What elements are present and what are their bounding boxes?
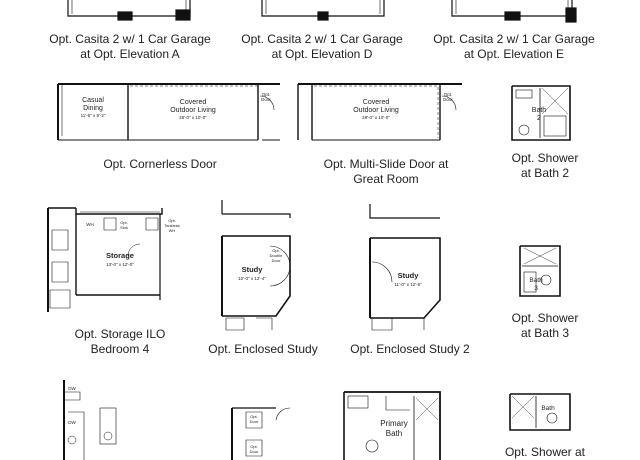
label-opt-door-3a: Opt. <box>250 414 258 419</box>
label-covered-outdoor-2a: Covered <box>363 99 390 106</box>
caption-multi-slide-door: Opt. Multi-Slide Door at Great Room <box>296 157 476 187</box>
caption-line: at Bath 2 <box>520 166 570 180</box>
caption-line: Opt. Multi-Slide Door at <box>323 157 449 171</box>
label-opt-door-4b: Door <box>250 449 259 454</box>
label-storage-b: 13'-0" x 12'-0" <box>106 262 134 267</box>
label-double-door-c: Door <box>272 258 281 263</box>
label-opt-door-2b: Door <box>443 97 453 102</box>
caption-line: Opt. Shower <box>511 311 579 325</box>
label-bath-partial: Bath <box>541 405 555 412</box>
caption-casita-elevation-e: Opt. Casita 2 w/ 1 Car Garage at Opt. El… <box>424 32 604 62</box>
caption-storage-ilo-bedroom-4: Opt. Storage ILO Bedroom 4 <box>50 327 190 357</box>
plan-storage <box>47 207 163 312</box>
caption-line: at Opt. Elevation E <box>463 47 565 61</box>
label-opt-sink-a: Opt. <box>120 220 128 225</box>
caption-line: Opt. Casita 2 w/ 1 Car Garage <box>49 32 211 46</box>
label-opt-door-1b: Door <box>261 97 271 102</box>
plan-labels: Casual Dining 11'-6" x 9'-2" Covered Out… <box>68 92 555 454</box>
label-covered-outdoor-1b: Outdoor Living <box>170 107 216 114</box>
label-opt-sink-b: Sink <box>120 225 128 230</box>
caption-casita-elevation-a: Opt. Casita 2 w/ 1 Car Garage at Opt. El… <box>40 32 220 62</box>
label-covered-outdoor-2c: 28'-0" x 10'-0" <box>362 115 390 120</box>
label-bath2-a: Bath <box>532 107 547 114</box>
caption-line: Opt. Shower <box>511 151 579 165</box>
label-study2-a: Study <box>398 271 420 280</box>
caption-enclosed-study-2: Opt. Enclosed Study 2 <box>340 342 480 357</box>
caption-enclosed-study: Opt. Enclosed Study <box>198 342 328 357</box>
label-opt-door-4a: Opt. <box>250 444 258 449</box>
label-dw-2: DW <box>68 420 76 425</box>
label-study2-b: 11'-0" x 12'-6" <box>394 282 422 287</box>
caption-line: Opt. Cornerless Door <box>103 157 217 171</box>
label-opt-door-2a: Opt. <box>444 92 453 97</box>
caption-line: Opt. Enclosed Study 2 <box>350 342 470 356</box>
label-opt-door-3b: Door <box>250 419 259 424</box>
label-casual-dining-1: Casual <box>82 97 104 104</box>
plan-enclosed-study <box>221 200 291 331</box>
label-bath3-a: Bath <box>529 277 543 284</box>
caption-line: Opt. Casita 2 w/ 1 Car Garage <box>241 32 403 46</box>
label-covered-outdoor-2b: Outdoor Living <box>353 107 399 114</box>
label-bath3-b: 3 <box>534 285 538 292</box>
caption-shower-bath-3: Opt. Shower at Bath 3 <box>490 311 600 341</box>
label-opt-door-1a: Opt. <box>262 92 271 97</box>
label-study-b: 10'-0" x 12'-4" <box>238 276 266 281</box>
caption-shower-bath-2: Opt. Shower at Bath 2 <box>490 151 600 181</box>
label-primary-bath-a: Primary <box>380 419 408 428</box>
plan-primary-bath-partial <box>343 391 441 460</box>
plan-shower-partial <box>509 393 571 431</box>
caption-line: Opt. Enclosed Study <box>208 342 318 356</box>
caption-casita-elevation-d: Opt. Casita 2 w/ 1 Car Garage at Opt. El… <box>232 32 412 62</box>
plan-casita-e <box>451 0 577 23</box>
label-opt-tankless-c: WH <box>169 228 176 233</box>
label-casual-dining-2: Dining <box>83 105 103 112</box>
label-double-door-b: Double <box>270 253 283 258</box>
caption-line: Bedroom 4 <box>90 342 150 356</box>
caption-line: at Opt. Elevation D <box>271 47 373 61</box>
label-covered-outdoor-1c: 28'-0" x 10'-0" <box>179 115 207 120</box>
caption-shower-partial: Opt. Shower at <box>490 445 600 460</box>
plan-shower-bath-2 <box>511 85 571 141</box>
plan-casita-a <box>67 0 191 21</box>
label-bath2-b: 2 <box>537 115 541 122</box>
caption-line: Great Room <box>353 172 419 186</box>
caption-line: at Opt. Elevation A <box>80 47 180 61</box>
plan-enclosed-study-2 <box>369 204 441 331</box>
plan-shower-bath-3 <box>519 245 561 297</box>
caption-line: at Bath 3 <box>520 326 570 340</box>
label-wh: WH <box>86 222 94 227</box>
label-dw-1: DW <box>68 386 76 391</box>
plan-casita-d <box>261 0 385 21</box>
label-opt-tankless-a: Opt. <box>168 218 176 223</box>
caption-cornerless-door: Opt. Cornerless Door <box>80 157 240 172</box>
plan-multi-slide-door <box>297 83 462 141</box>
plan-cornerless-door <box>57 83 280 141</box>
label-covered-outdoor-1a: Covered <box>180 99 207 106</box>
label-double-door-a: Opt. <box>272 248 280 253</box>
caption-line: Opt. Casita 2 w/ 1 Car Garage <box>433 32 595 46</box>
label-primary-bath-b: Bath <box>386 429 402 438</box>
label-casual-dining-3: 11'-6" x 9'-2" <box>81 113 106 118</box>
caption-line: Opt. Storage ILO <box>74 327 166 341</box>
label-study-a: Study <box>242 265 264 274</box>
plan-door-partial <box>231 407 291 460</box>
label-opt-tankless-b: Tankless <box>164 223 180 228</box>
plan-kitchen-partial <box>63 380 117 460</box>
label-storage-a: Storage <box>106 251 134 260</box>
caption-line: Opt. Shower at <box>504 445 586 459</box>
